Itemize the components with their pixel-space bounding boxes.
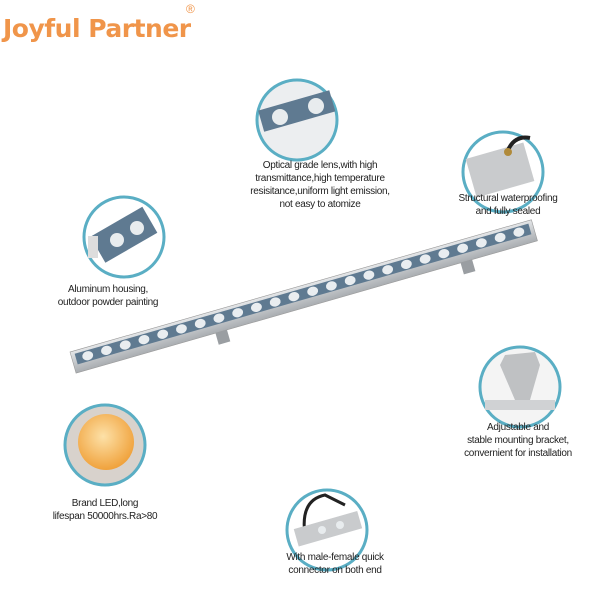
aluminum-housing-closeup <box>82 195 166 279</box>
led-lens <box>119 340 131 350</box>
led-lens <box>138 335 150 345</box>
led-lens <box>325 281 337 291</box>
led-lens <box>288 292 300 302</box>
mounting-bracket-closeup <box>478 345 562 429</box>
led-lens <box>176 324 187 334</box>
caption-line: convernient for installation <box>464 448 572 459</box>
caption-line: resisitance,uniform light emission, <box>250 186 390 197</box>
caption-line: With male-female quick <box>286 552 384 563</box>
led-lens <box>382 265 394 275</box>
caption-line: connector on both end <box>288 565 382 576</box>
led-lens <box>101 345 112 355</box>
led-lens <box>513 227 525 237</box>
bracket-left <box>215 329 231 345</box>
caption-connector: With male-female quick connector on both… <box>286 551 384 577</box>
optical-lens-closeup <box>255 78 339 162</box>
caption-line: Optical grade lens,with high <box>262 160 378 171</box>
led-lens <box>344 275 356 286</box>
led-lens <box>250 302 262 312</box>
led-lens <box>232 308 244 318</box>
caption-waterproofing: Structural waterproofing and fully seale… <box>459 192 558 218</box>
connector-closeup <box>285 488 369 572</box>
caption-brand-led: Brand LED,long lifespan 50000hrs.Ra>80 <box>53 497 158 523</box>
caption-line: Adjustable and <box>487 422 549 433</box>
led-lens <box>494 232 506 243</box>
caption-line: Aluminum housing, <box>68 284 148 295</box>
registered-mark: ® <box>186 2 195 16</box>
led-lens <box>157 329 169 339</box>
caption-mounting-bracket: Adjustable and stable mounting bracket, … <box>464 421 572 460</box>
caption-aluminum-housing: Aluminum housing, outdoor powder paintin… <box>57 283 159 309</box>
led-lens <box>457 243 469 253</box>
caption-line: transmittance,high temperature <box>255 173 385 184</box>
led-lens <box>400 259 412 269</box>
brand-logo: Joyful Partner <box>3 14 191 43</box>
led-lens <box>194 318 206 329</box>
caption-line: not easy to atomize <box>279 199 361 210</box>
waterproofing-closeup <box>461 130 545 214</box>
led-lens <box>213 313 225 323</box>
led-lens <box>307 286 319 296</box>
led-lens <box>269 297 281 307</box>
brand-led-closeup <box>63 403 147 487</box>
led-lens <box>438 249 450 259</box>
led-wall-washer-bar <box>69 219 538 374</box>
led-lens <box>363 270 375 280</box>
led-lens <box>82 351 94 361</box>
caption-line: Structural waterproofing <box>458 193 558 204</box>
caption-line: and fully sealed <box>475 206 541 217</box>
led-lens <box>419 254 431 264</box>
bracket-right <box>460 259 476 275</box>
caption-line: stable mounting bracket, <box>467 435 569 446</box>
caption-optical-lens: Optical grade lens,with high transmittan… <box>250 159 390 211</box>
caption-line: lifespan 50000hrs.Ra>80 <box>52 511 158 522</box>
caption-line: outdoor powder painting <box>57 297 159 308</box>
caption-line: Brand LED,long <box>71 498 139 509</box>
led-lens <box>475 238 487 248</box>
